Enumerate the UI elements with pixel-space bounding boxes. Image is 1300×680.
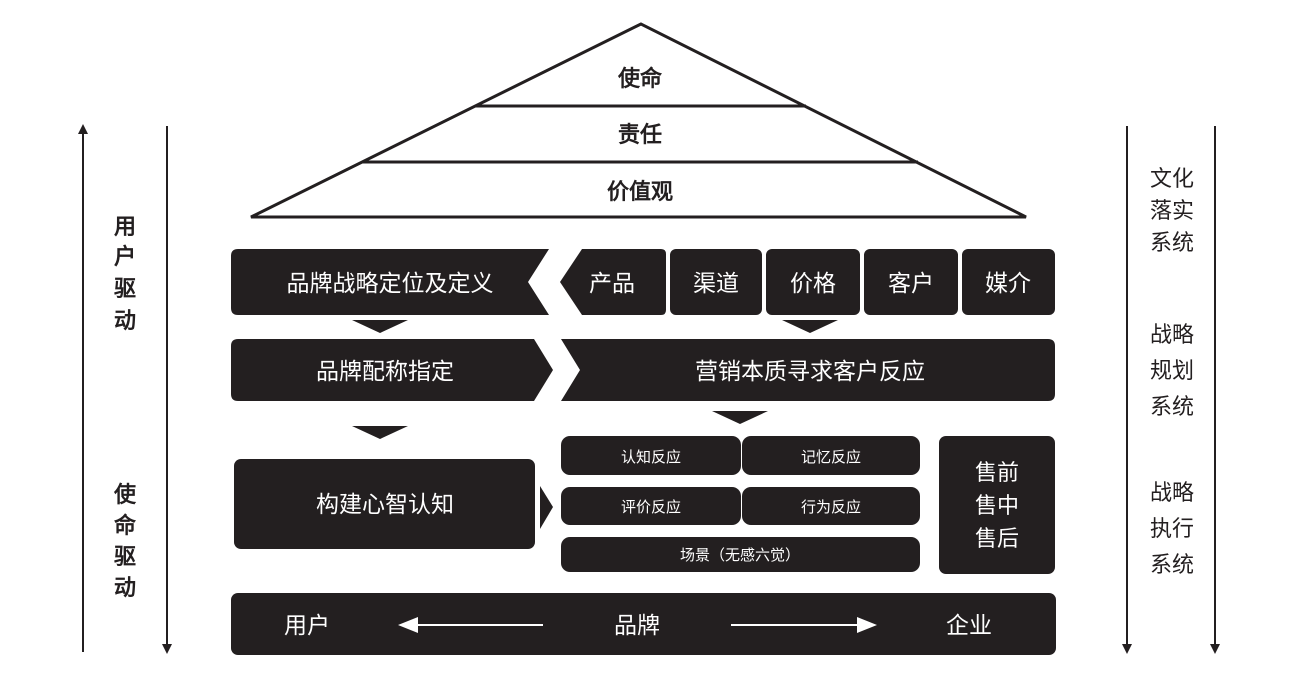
execution-system-label: 战略 执行 系统 [1150, 481, 1194, 578]
cognition-block [234, 459, 535, 549]
culture-line-1: 文化 [1150, 167, 1194, 192]
element-block-channel [670, 249, 762, 315]
designation-block [231, 339, 553, 401]
element-block-product [560, 249, 666, 315]
roof: 使命 责任 价值观 [250, 22, 1027, 219]
planning-line-2: 规划 [1150, 359, 1194, 384]
reaction-behavior: 行为反应 [801, 498, 861, 516]
mission-driven-char-1: 使 [113, 483, 137, 508]
left-side: 用 户 驱 动 使 命 驱 动 [78, 124, 172, 654]
culture-line-2: 落实 [1150, 199, 1194, 224]
user-driven-label: 用 户 驱 动 [114, 215, 136, 334]
user-driven-char-2: 户 [114, 244, 136, 270]
reaction-memory-block [742, 436, 920, 475]
foundation-bar [231, 593, 1056, 655]
reaction-cognitive-block [561, 436, 741, 475]
planning-system-label: 战略 规划 系统 [1150, 323, 1194, 420]
sales-pre: 售前 [975, 461, 1019, 486]
roof-tier-values: 价值观 [607, 179, 673, 205]
mission-driven-char-4: 动 [114, 576, 136, 601]
foundation-brand: 品牌 [614, 613, 660, 639]
mission-driven-char-3: 驱 [114, 545, 136, 570]
foundation: 用户 品牌 企业 [231, 593, 1056, 655]
culture-system-label: 文化 落实 系统 [1150, 167, 1194, 256]
element-customer: 客户 [888, 271, 934, 297]
cognition-pointer [540, 486, 553, 529]
row-designation: 品牌配称指定 营销本质寻求客户反应 [231, 339, 1055, 401]
row-positioning: 品牌战略定位及定义 产品 渠道 价格 客户 媒介 [231, 249, 1055, 315]
reaction-cognitive: 认知反应 [621, 448, 681, 466]
execution-line-2: 执行 [1150, 517, 1194, 542]
arrow-to-enterprise-head [857, 617, 877, 633]
element-block-media [962, 249, 1055, 315]
culture-line-3: 系统 [1150, 231, 1194, 256]
mission-driven-char-2: 命 [114, 513, 137, 539]
element-price: 价格 [790, 271, 836, 297]
sales-after: 售后 [975, 527, 1019, 552]
execution-line-1: 战略 [1150, 481, 1194, 506]
execution-line-3: 系统 [1150, 553, 1194, 578]
scene-block [561, 537, 920, 572]
user-driven-char-3: 驱 [114, 277, 136, 302]
sales-block [939, 436, 1055, 574]
designation-label: 品牌配称指定 [316, 359, 454, 385]
scene-label: 场景（无感六觉） [680, 546, 800, 564]
reaction-memory: 记忆反应 [801, 448, 861, 466]
reaction-behavior-block [742, 487, 920, 525]
element-media: 媒介 [985, 271, 1031, 297]
row-cognition: 构建心智认知 认知反应 记忆反应 评价反应 行为反应 场景（无感六觉） 售前 售… [234, 436, 1055, 574]
element-channel: 渠道 [693, 271, 739, 297]
foundation-enterprise: 企业 [946, 613, 992, 639]
element-block-price [766, 249, 860, 315]
marketing-block [561, 339, 1055, 401]
planning-line-3: 系统 [1150, 395, 1194, 420]
down-arrow-right-1 [782, 320, 838, 333]
roof-triangle [250, 22, 1027, 219]
positioning-label: 品牌战略定位及定义 [287, 271, 494, 297]
element-product: 产品 [589, 271, 635, 297]
mission-driven-label: 使 命 驱 动 [113, 483, 137, 601]
down-arrow-right-2 [712, 411, 768, 424]
cognition-label: 构建心智认知 [316, 492, 454, 518]
planning-line-1: 战略 [1150, 323, 1194, 348]
positioning-block [231, 249, 549, 315]
reaction-evaluation-block [561, 487, 741, 525]
arrow-to-user-head [398, 617, 418, 633]
element-block-customer [864, 249, 958, 315]
right-side: 文化 落实 系统 战略 规划 系统 战略 执行 系统 [1122, 126, 1220, 654]
down-arrow-left-1 [352, 320, 408, 333]
sales-during: 售中 [975, 494, 1019, 519]
roof-tier-responsibility: 责任 [618, 122, 662, 148]
down-arrow-left-2 [352, 426, 408, 439]
user-driven-char-1: 用 [114, 215, 136, 240]
user-driven-char-4: 动 [114, 309, 136, 334]
reaction-evaluation: 评价反应 [621, 498, 681, 516]
foundation-user: 用户 [284, 613, 330, 639]
marketing-label: 营销本质寻求客户反应 [695, 359, 925, 385]
roof-tier-mission: 使命 [617, 66, 663, 92]
